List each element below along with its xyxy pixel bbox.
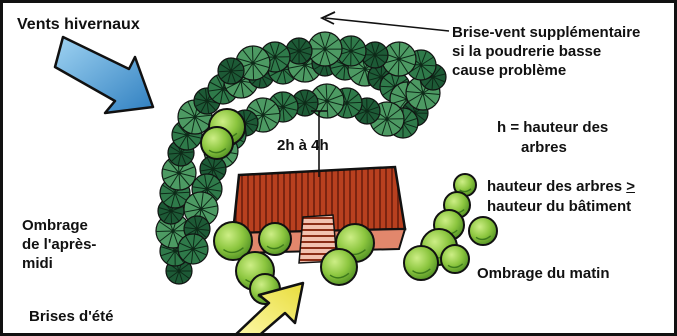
tree-height-rule-label: hauteur des arbres > hauteur du bâtiment <box>487 177 635 217</box>
deciduous-tree <box>259 223 291 255</box>
extra-windbreak-label: Brise-vent supplémentaire si la poudreri… <box>452 23 640 80</box>
deciduous-tree <box>469 217 497 245</box>
h-definition-line-2: arbres <box>497 138 608 158</box>
deciduous-tree <box>441 245 469 273</box>
conifer-tree <box>218 58 244 84</box>
deciduous-tree <box>321 249 357 285</box>
morning-shade-label: Ombrage du matin <box>477 265 610 283</box>
afternoon-shade-label: Ombrage de l'après- midi <box>22 216 96 273</box>
afternoon-shade-line-3: midi <box>22 254 96 273</box>
distance-label: 2h à 4h <box>277 137 329 155</box>
afternoon-shade-line-1: Ombrage <box>22 216 96 235</box>
afternoon-shade-line-2: de l'après- <box>22 235 96 254</box>
winter-winds-label: Vents hivernaux <box>17 16 140 34</box>
h-definition-label: h = hauteur des arbres <box>497 118 608 158</box>
house-icon <box>233 167 405 263</box>
extra-windbreak-line-1: Brise-vent supplémentaire <box>452 23 640 42</box>
tree-height-rule-line-2: hauteur du bâtiment <box>487 197 635 217</box>
extra-windbreak-line-2: si la poudrerie basse <box>452 42 640 61</box>
deciduous-tree <box>404 246 438 280</box>
summer-breezes-label: Brises d'été <box>29 308 113 326</box>
pointer-arrow-icon <box>322 12 449 31</box>
h-definition-line-1: h = hauteur des <box>497 118 608 138</box>
tree-height-rule-text: hauteur des arbres <box>487 178 626 195</box>
extra-windbreak-line-3: cause problème <box>452 61 640 80</box>
wind-arrow-icon <box>55 37 153 113</box>
deciduous-tree <box>201 127 233 159</box>
tree-height-rule-line-1: hauteur des arbres > <box>487 177 635 197</box>
conifer-tree <box>178 234 208 264</box>
conifer-tree <box>308 32 342 66</box>
greater-or-equal-symbol: > <box>626 178 635 195</box>
